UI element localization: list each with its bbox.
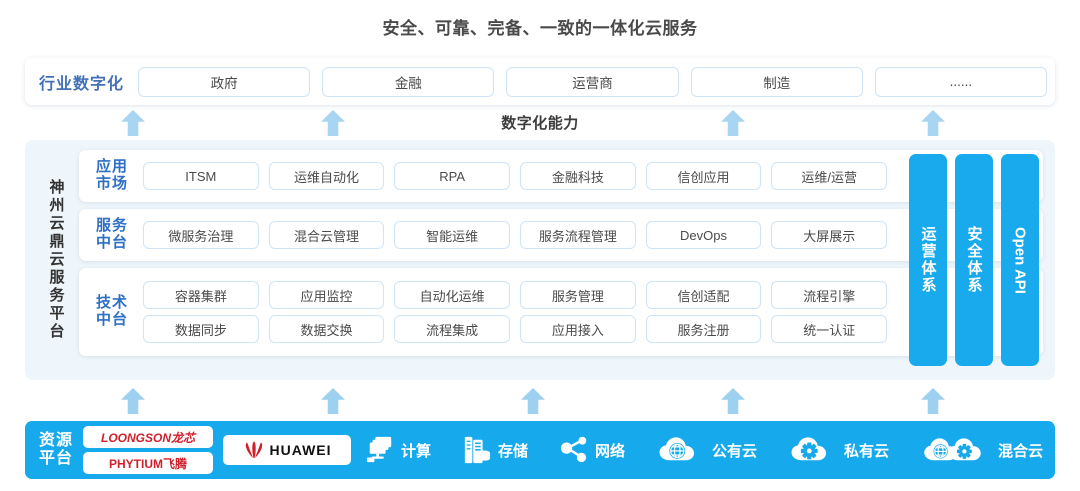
side-bar-operations-system[interactable]: 运营体系: [909, 154, 947, 366]
row-items-technology-midplatform: 容器集群 应用监控 自动化运维 服务管理 信创适配 流程引擎 数据同步 数据交换…: [143, 281, 888, 343]
hybrid-cloud-icon: [924, 438, 981, 461]
cell-application-monitoring[interactable]: 应用监控: [268, 281, 385, 309]
storage-icon: [464, 436, 491, 464]
cell-data-sync[interactable]: 数据同步: [143, 315, 259, 343]
upward-arrow-9: [921, 388, 945, 414]
resource-item-storage[interactable]: 存储: [462, 436, 528, 464]
industry-item-manufacturing[interactable]: 制造: [690, 66, 863, 97]
industry-item-carrier[interactable]: 运营商: [506, 66, 679, 97]
resource-items: 计算: [365, 436, 1043, 464]
industry-item-government[interactable]: 政府: [138, 66, 311, 97]
cell-container-cluster[interactable]: 容器集群: [143, 281, 259, 309]
row-items-application-market: ITSM 运维自动化 RPA 金融科技 信创应用 运维/运营: [143, 162, 888, 190]
side-bars: 运营体系 安全体系 Open API: [909, 154, 1039, 366]
row-items-line: 微服务治理 混合云管理 智能运维 服务流程管理 DevOps 大屏展示: [143, 221, 888, 249]
side-bar-open-api[interactable]: Open API: [1001, 154, 1039, 366]
cell-service-registry[interactable]: 服务注册: [645, 315, 762, 343]
row-items-service-midplatform: 微服务治理 混合云管理 智能运维 服务流程管理 DevOps 大屏展示: [143, 221, 888, 249]
row-service-midplatform: 服务 中台 微服务治理 混合云管理 智能运维 服务流程管理 DevOps 大屏展…: [79, 209, 1043, 261]
compute-icon: [366, 436, 392, 463]
phytium-logo[interactable]: PHYTIUM飞腾: [83, 452, 214, 474]
cell-service-management[interactable]: 服务管理: [520, 281, 636, 309]
resource-item-public-cloud[interactable]: 公有云: [656, 436, 757, 464]
loongson-logo[interactable]: LOONGSON龙芯: [83, 426, 214, 448]
cell-itsm[interactable]: ITSM: [143, 162, 259, 190]
row-label-line1: 技术: [95, 294, 128, 312]
cell-hybrid-cloud-management[interactable]: 混合云管理: [268, 221, 385, 249]
cell-rpa[interactable]: RPA: [394, 162, 511, 190]
row-label-application-market: 应用 市场: [89, 158, 135, 193]
cell-microservice-governance[interactable]: 微服务治理: [143, 221, 259, 249]
industry-item-more[interactable]: ......: [874, 66, 1048, 97]
cell-dashboard-display[interactable]: 大屏展示: [771, 221, 888, 249]
huawei-logo[interactable]: HUAWEI: [223, 435, 352, 465]
network-icon: [560, 436, 587, 463]
resource-platform-bar: 资源 平台 LOONGSON龙芯 PHYTIUM飞腾 HUAWEI: [25, 421, 1055, 479]
resource-item-private-cloud[interactable]: 私有云: [788, 436, 889, 464]
cell-xinchuang-adaptation[interactable]: 信创适配: [645, 281, 762, 309]
huawei-flower-icon: [245, 441, 262, 458]
huawei-wordmark: HUAWEI: [269, 442, 332, 458]
cell-ops-automation[interactable]: 运维自动化: [268, 162, 385, 190]
resource-item-label: 计算: [401, 442, 432, 460]
industry-item-finance[interactable]: 金融: [322, 66, 495, 97]
resource-item-label: 公有云: [711, 442, 757, 460]
upward-arrow-8: [721, 388, 745, 414]
cell-automated-ops[interactable]: 自动化运维: [394, 281, 511, 309]
cell-xinchuang-app[interactable]: 信创应用: [645, 162, 762, 190]
resource-item-label: 存储: [498, 442, 529, 460]
resource-platform-label: 资源 平台: [39, 432, 73, 469]
cell-ops-operations[interactable]: 运维/运营: [771, 162, 888, 190]
industry-row: 行业数字化 政府 金融 运营商 制造 ......: [25, 58, 1055, 105]
vendor-logo-stack: LOONGSON龙芯 PHYTIUM飞腾: [83, 426, 214, 474]
cell-process-integration[interactable]: 流程集成: [394, 315, 511, 343]
row-label-line2: 中台: [95, 311, 128, 328]
cloud-service-platform-panel: 神州云鼎云服务平台 应用 市场 ITSM 运维自动化 RPA 金融科技 信创应用…: [25, 140, 1055, 380]
platform-rows: 应用 市场 ITSM 运维自动化 RPA 金融科技 信创应用 运维/运营: [79, 150, 1043, 370]
row-application-market: 应用 市场 ITSM 运维自动化 RPA 金融科技 信创应用 运维/运营: [79, 150, 1043, 202]
industry-row-label: 行业数字化: [39, 75, 125, 93]
row-label-line2: 中台: [95, 234, 128, 251]
row-label-line2: 市场: [95, 175, 128, 192]
resource-item-label: 私有云: [843, 442, 889, 460]
row-items-line: ITSM 运维自动化 RPA 金融科技 信创应用 运维/运营: [143, 162, 888, 190]
resource-label-line2: 平台: [39, 450, 74, 467]
side-bar-security-system[interactable]: 安全体系: [955, 154, 993, 366]
resource-label-line1: 资源: [39, 431, 74, 449]
row-label-technology-midplatform: 技术 中台: [89, 294, 135, 329]
resource-item-network[interactable]: 网络: [559, 436, 625, 464]
upward-arrow-7: [521, 388, 545, 414]
platform-vertical-label: 神州云鼎云服务平台: [47, 179, 65, 341]
cell-data-exchange[interactable]: 数据交换: [268, 315, 385, 343]
cell-application-access[interactable]: 应用接入: [520, 315, 636, 343]
public-cloud-icon: [659, 437, 695, 461]
cell-intelligent-ops[interactable]: 智能运维: [394, 221, 511, 249]
row-items-line-1: 容器集群 应用监控 自动化运维 服务管理 信创适配 流程引擎: [143, 281, 888, 309]
private-cloud-icon: [791, 437, 827, 461]
cell-service-process-management[interactable]: 服务流程管理: [520, 221, 636, 249]
row-label-line1: 服务: [95, 217, 128, 235]
upward-arrow-6: [321, 388, 345, 414]
upward-arrow-5: [121, 388, 145, 414]
resource-item-label: 混合云: [997, 442, 1043, 460]
resource-item-label: 网络: [594, 442, 625, 460]
row-items-line-2: 数据同步 数据交换 流程集成 应用接入 服务注册 统一认证: [143, 315, 888, 343]
cell-fintech[interactable]: 金融科技: [520, 162, 636, 190]
capability-label: 数字化能力: [501, 115, 579, 132]
cell-process-engine[interactable]: 流程引擎: [771, 281, 888, 309]
page-title: 安全、可靠、完备、一致的一体化云服务: [382, 19, 698, 38]
row-label-line1: 应用: [95, 158, 128, 176]
resource-item-compute[interactable]: 计算: [365, 436, 431, 464]
resource-item-hybrid-cloud[interactable]: 混合云: [920, 436, 1043, 464]
row-label-service-midplatform: 服务 中台: [89, 217, 135, 252]
cell-devops[interactable]: DevOps: [645, 221, 762, 249]
row-technology-midplatform: 技术 中台 容器集群 应用监控 自动化运维 服务管理 信创适配 流程引擎 数据同…: [79, 268, 1043, 356]
industry-items: 政府 金融 运营商 制造 ......: [138, 66, 1048, 97]
cell-unified-auth[interactable]: 统一认证: [771, 315, 888, 343]
